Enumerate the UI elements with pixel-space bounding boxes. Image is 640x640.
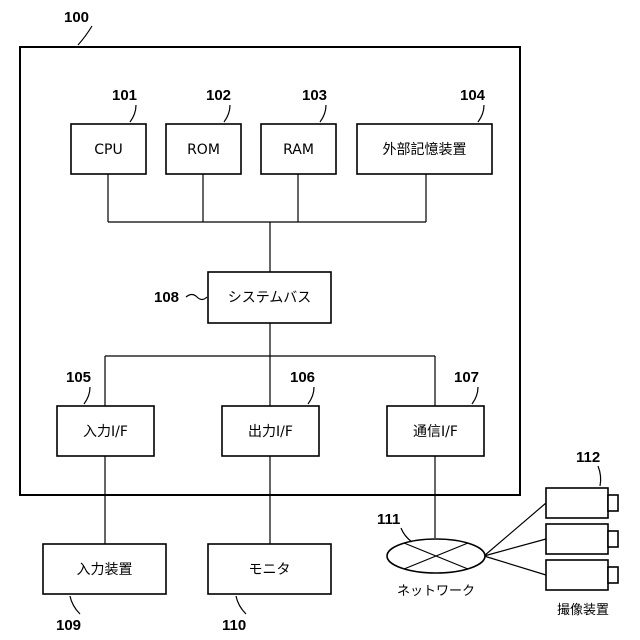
storage-block: 外部記憶装置 (357, 124, 492, 174)
output-if-ref: 106 (290, 369, 315, 386)
output-if-block: 出力I/F (222, 406, 319, 456)
monitor-ref: 110 (222, 617, 246, 634)
rom-block: ROM (166, 124, 241, 174)
system-ref: 100 (64, 9, 89, 26)
camera-label: 撮像装置 (557, 602, 609, 618)
camera-2 (546, 524, 618, 554)
input-device-label: 入力装置 (77, 562, 133, 578)
comm-if-ref: 107 (454, 369, 479, 386)
ram-block: RAM (261, 124, 336, 174)
camera-1 (546, 488, 618, 518)
system-ref-leader (78, 26, 92, 45)
cpu-ref: 101 (112, 87, 137, 104)
rom-label: ROM (187, 142, 220, 158)
storage-label: 外部記憶装置 (383, 141, 467, 158)
output-if-label: 出力I/F (248, 424, 293, 440)
input-if-block: 入力I/F (57, 406, 154, 456)
monitor-ref-leader (236, 596, 246, 614)
monitor-label: モニタ (249, 562, 291, 578)
camera-ref-leader (598, 466, 601, 486)
input-if-ref: 105 (66, 369, 91, 386)
cpu-block: CPU (71, 124, 146, 174)
system-bus-label: システムバス (228, 290, 312, 306)
camera-3 (546, 560, 618, 590)
network-node (387, 539, 485, 573)
comm-if-label: 通信I/F (413, 424, 458, 440)
network-ref: 111 (377, 511, 400, 528)
network-ref-leader (401, 528, 412, 542)
monitor-block: モニタ (208, 544, 331, 594)
system-bus-block: システムバス (208, 272, 331, 323)
rom-ref: 102 (206, 87, 231, 104)
input-if-label: 入力I/F (83, 424, 128, 440)
system-bus-ref: 108 (154, 289, 179, 306)
ram-label: RAM (283, 142, 314, 158)
ram-ref: 103 (302, 87, 327, 104)
input-device-block: 入力装置 (43, 544, 166, 594)
input-device-ref-leader (70, 596, 80, 614)
cpu-label: CPU (94, 142, 122, 158)
comm-if-block: 通信I/F (387, 406, 484, 456)
camera-ref: 112 (576, 449, 600, 466)
input-device-ref: 109 (56, 617, 81, 634)
network-label: ネットワーク (397, 584, 475, 599)
storage-ref: 104 (460, 87, 486, 104)
